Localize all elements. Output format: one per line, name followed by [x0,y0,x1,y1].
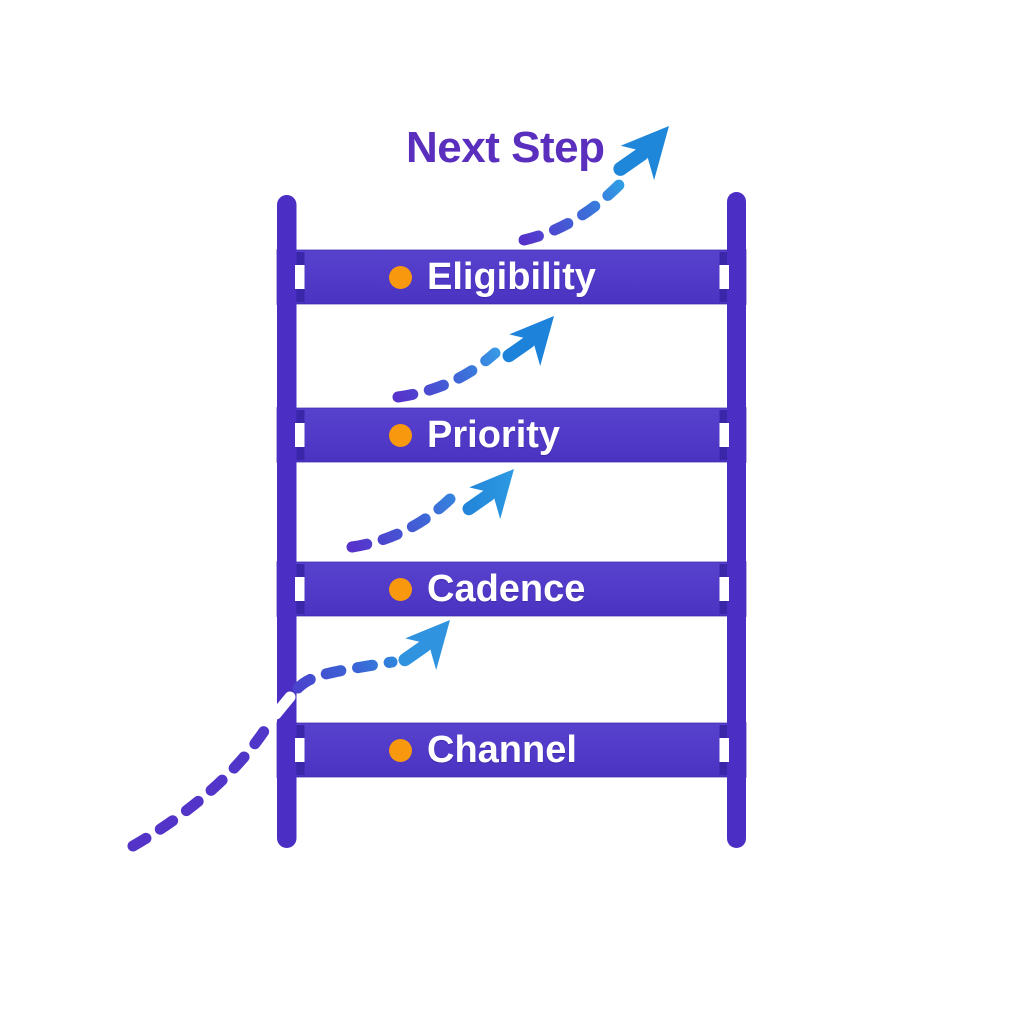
progress-arrow-mid-low [346,469,514,553]
rung-rail-joints [294,252,730,775]
circle-dot-icon [389,577,412,601]
arrow-up-right-icon [398,620,450,671]
progress-arrow-mid-high [392,316,554,403]
arrow-up-right-icon [462,469,514,520]
arrow-up-right-icon [502,316,554,367]
rung-label: Cadence [427,568,586,610]
rung-label: Eligibility [427,256,596,298]
rung-bar [276,561,747,617]
progress-path-start [127,620,450,852]
circle-dot-icon [389,265,412,289]
page-title: Next Step [406,123,605,172]
dashed-path [518,178,626,246]
dashed-path [127,716,276,852]
rung-label: Channel [427,729,577,771]
rung-notches [295,265,729,762]
rung-channel: Channel [277,723,746,777]
ladder-rungs [276,249,747,778]
left-rail [277,195,297,848]
progress-arrow-top [518,126,669,246]
rung-priority: Priority [277,408,746,462]
rung-cadence: Cadence [277,562,746,616]
dashed-path [292,656,398,694]
dashed-path [392,347,501,403]
rung-eligibility: Eligibility [277,250,746,304]
circle-dot-icon [389,423,412,447]
arrow-up-right-icon [613,126,669,181]
right-rail [727,192,746,848]
rung-bar [276,407,747,463]
dashed-path [346,493,456,553]
rung-label: Priority [427,414,561,456]
rung-bar [276,249,747,305]
circle-dot-icon [389,738,412,762]
rail-crossing-dash [270,691,296,720]
